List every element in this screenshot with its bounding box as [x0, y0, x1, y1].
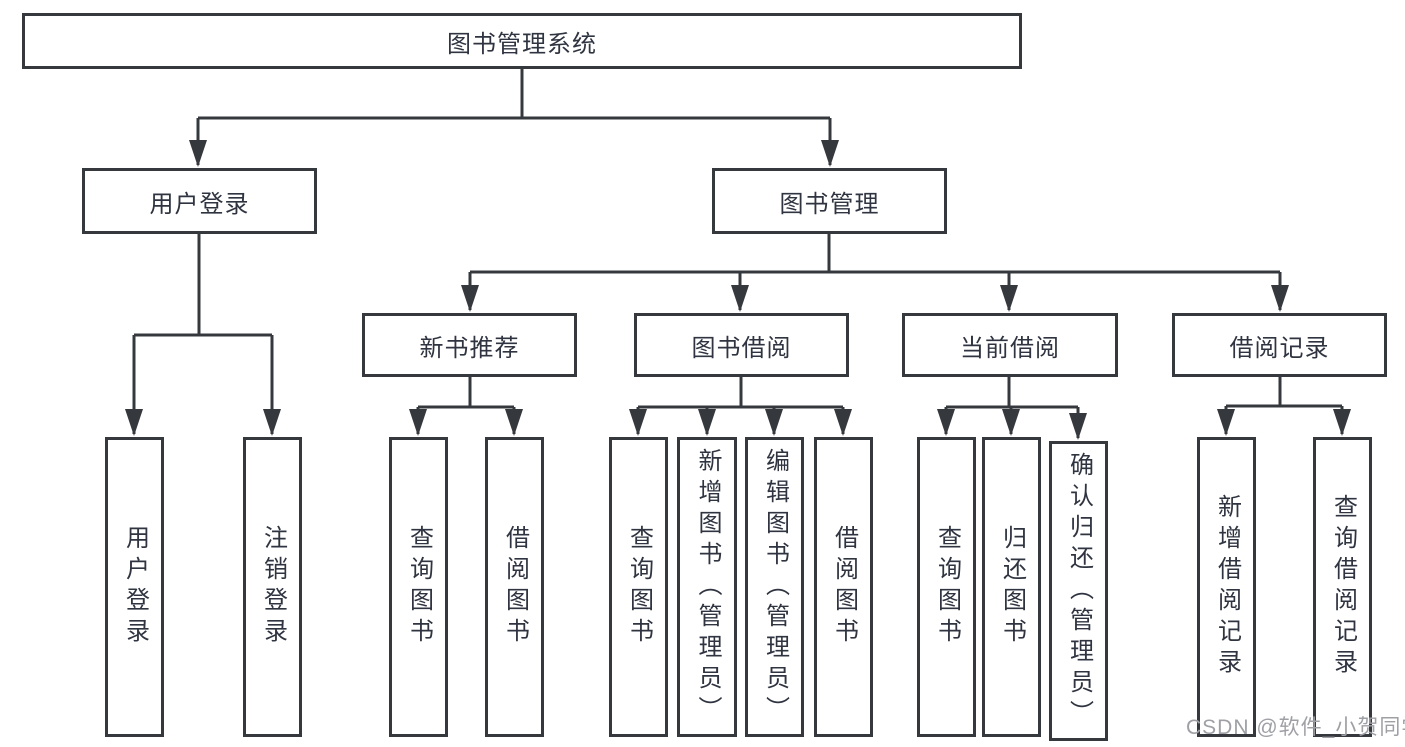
leaf-query-books-2-label: 查询图书: [625, 525, 653, 649]
node-new-book-recommendation: 新书推荐: [362, 313, 577, 377]
leaf-query-books-1: 查询图书: [389, 437, 448, 737]
leaf-confirm-return-admin: 确认归还（管理员）: [1049, 441, 1108, 741]
node-user-login-label: 用户登录: [149, 190, 250, 218]
node-new-book-recommendation-label: 新书推荐: [419, 334, 520, 362]
leaf-add-books-admin: 新增图书（管理员）: [677, 437, 737, 737]
leaf-return-books-label: 归还图书: [998, 525, 1026, 649]
node-library-system: 图书管理系统: [22, 13, 1022, 69]
leaf-add-borrow-record: 新增借阅记录: [1197, 437, 1256, 737]
csdn-watermark: CSDN @软件_小贺同学: [1186, 716, 1405, 739]
node-book-borrowing: 图书借阅: [634, 313, 849, 377]
node-library-system-label: 图书管理系统: [447, 30, 597, 58]
leaf-add-books-admin-label: 新增图书（管理员）: [694, 447, 721, 727]
leaf-edit-books-admin-label: 编辑图书（管理员）: [761, 447, 789, 727]
leaf-query-books-3-label: 查询图书: [933, 525, 961, 649]
leaf-borrow-books-1-label: 借阅图书: [501, 525, 529, 649]
node-current-borrowing: 当前借阅: [902, 313, 1118, 377]
node-user-login: 用户登录: [82, 168, 317, 234]
leaf-borrow-books-1: 借阅图书: [485, 437, 544, 737]
leaf-query-books-3: 查询图书: [917, 437, 976, 737]
leaf-borrow-books-2: 借阅图书: [814, 437, 873, 737]
node-current-borrowing-label: 当前借阅: [960, 334, 1060, 362]
node-borrowing-records: 借阅记录: [1172, 313, 1387, 377]
leaf-query-books-2: 查询图书: [609, 437, 668, 737]
node-book-borrowing-label: 图书借阅: [691, 334, 792, 362]
leaf-query-borrow-record: 查询借阅记录: [1313, 437, 1372, 737]
leaf-add-borrow-record-label: 新增借阅记录: [1213, 494, 1241, 680]
leaf-user-login-label: 用户登录: [121, 525, 149, 649]
leaf-query-borrow-record-label: 查询借阅记录: [1329, 494, 1357, 680]
leaf-user-login: 用户登录: [105, 437, 164, 737]
leaf-query-books-1-label: 查询图书: [405, 525, 433, 649]
leaf-confirm-return-admin-label: 确认归还（管理员）: [1065, 451, 1093, 731]
node-book-management-label: 图书管理: [779, 190, 880, 218]
leaf-logout-label: 注销登录: [259, 525, 287, 649]
node-borrowing-records-label: 借阅记录: [1229, 334, 1330, 362]
node-book-management: 图书管理: [712, 168, 947, 234]
leaf-return-books: 归还图书: [982, 437, 1041, 737]
leaf-logout: 注销登录: [243, 437, 302, 737]
leaf-borrow-books-2-label: 借阅图书: [830, 525, 858, 649]
leaf-edit-books-admin: 编辑图书（管理员）: [745, 437, 804, 737]
